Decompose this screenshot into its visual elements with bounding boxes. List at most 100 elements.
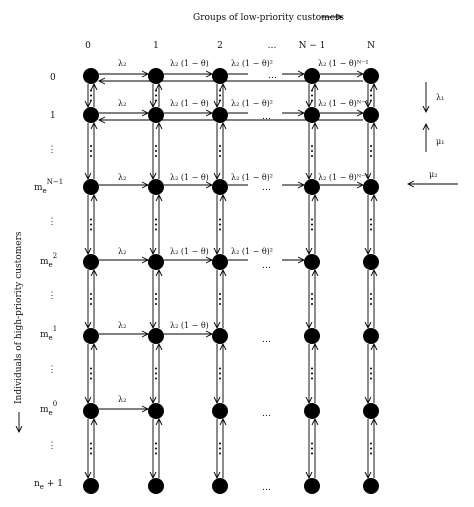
ellipsis-dot	[155, 377, 157, 380]
ellipsis-dot	[370, 89, 372, 92]
ellipsis-dot	[311, 218, 313, 221]
ellipsis-dot	[311, 372, 313, 375]
ellipsis-dot	[219, 155, 221, 157]
edge-label-l2-1: λ₂ (1 − θ)	[170, 321, 209, 330]
ellipsis-dot	[311, 94, 313, 97]
state-node	[363, 68, 379, 84]
ellipsis-dot	[219, 452, 221, 455]
state-node	[363, 179, 379, 195]
ellipsis-dot	[370, 442, 372, 445]
ellipsis-dot	[155, 447, 157, 450]
row-ellipsis: ⋮	[48, 365, 57, 375]
ellipsis-dot	[219, 94, 221, 97]
column-ellipses: … … … … … … …	[262, 71, 277, 493]
network	[83, 68, 379, 494]
ellipsis-dot	[219, 228, 221, 231]
ellipsis-dot	[155, 442, 157, 445]
ellipsis-dot	[370, 377, 372, 380]
edge-label-lambda2: λ₂	[118, 59, 126, 68]
state-node	[363, 478, 379, 494]
ellipsis-dot	[311, 89, 313, 92]
edge-label-l2-1: λ₂ (1 − θ)	[170, 59, 209, 68]
ellipsis-dot	[90, 150, 92, 152]
ellipsis-dot	[155, 372, 157, 375]
ellipsis-dot	[90, 293, 92, 295]
state-node	[148, 179, 164, 195]
ellipsis-dot	[90, 377, 92, 380]
edge-label-l2-1: λ₂ (1 − θ)	[170, 99, 209, 108]
column-labels: 0 1 2 … N − 1 N	[85, 41, 375, 51]
ellipsis-dot	[311, 145, 313, 147]
row-label-me-2: me2	[40, 252, 57, 269]
edge-label-lambda2: λ₂	[118, 247, 126, 256]
ellipsis-dot	[370, 155, 372, 157]
row-label-0: 0	[50, 73, 56, 83]
state-node	[148, 328, 164, 344]
column-label: 1	[153, 41, 159, 51]
state-node	[148, 68, 164, 84]
ellipsis-dot	[90, 298, 92, 300]
ellipsis-dot	[311, 367, 313, 370]
ellipsis-dot	[219, 223, 221, 226]
state-node	[83, 403, 99, 419]
state-node	[83, 328, 99, 344]
ellipsis-dot	[370, 223, 372, 226]
ellipsis-dot	[155, 452, 157, 455]
state-node	[83, 68, 99, 84]
ellipsis-dot	[370, 94, 372, 97]
state-node	[83, 179, 99, 195]
state-node	[83, 107, 99, 123]
ellipsis-dot	[219, 447, 221, 450]
ellipsis-dot	[155, 228, 157, 231]
lambda1-label: λ₁	[436, 93, 444, 102]
ellipsis-dot	[370, 150, 372, 152]
state-node	[363, 254, 379, 270]
col-ellipsis: …	[268, 71, 277, 81]
edge-label-l2-2: λ₂ (1 − θ)²	[231, 59, 273, 68]
state-node	[212, 328, 228, 344]
ellipsis-dot	[155, 367, 157, 370]
edge-label-l2-n1: λ₂ (1 − θ)ᴺ⁻¹	[318, 59, 369, 68]
ellipsis-dot	[90, 372, 92, 375]
edge-label-l2-2: λ₂ (1 − θ)²	[231, 247, 273, 256]
ellipsis-dot	[311, 155, 313, 157]
ellipsis-dot	[90, 303, 92, 305]
ellipsis-dot	[370, 372, 372, 375]
col-ellipsis: …	[262, 183, 271, 193]
side-header-text: Individuals of high-priority customers	[14, 231, 24, 404]
ellipsis-dot	[219, 293, 221, 295]
ellipsis-dot	[370, 303, 372, 305]
ellipsis-dot	[155, 150, 157, 152]
column-label: N − 1	[299, 41, 326, 51]
col-ellipsis: …	[262, 483, 271, 493]
ellipsis-dot	[219, 372, 221, 375]
ellipsis-dot	[90, 447, 92, 450]
state-node	[304, 107, 320, 123]
row-ellipsis: ⋮	[48, 217, 57, 227]
col-ellipsis: …	[262, 335, 271, 345]
state-node	[304, 179, 320, 195]
edge-label-l2-n1: λ₂ (1 − θ)ᴺ⁻¹	[318, 173, 369, 182]
ellipsis-dot	[311, 223, 313, 226]
ellipsis-dot	[219, 377, 221, 380]
state-node	[212, 478, 228, 494]
ellipsis-dot	[370, 452, 372, 455]
state-node	[83, 254, 99, 270]
ellipsis-dot	[155, 99, 157, 102]
ellipsis-dot	[219, 367, 221, 370]
row-labels: 0 1 meN−1 me2 me1 me0 ne + 1	[34, 73, 63, 491]
edge-label-l2-1: λ₂ (1 − θ)	[170, 247, 209, 256]
state-node	[148, 254, 164, 270]
edge-label-l2-2: λ₂ (1 − θ)²	[231, 173, 273, 182]
ellipsis-dot	[90, 218, 92, 221]
row-label-me-1: me1	[40, 325, 57, 342]
ellipsis-dot	[370, 293, 372, 295]
ellipsis-dot	[155, 298, 157, 300]
edge-label-l2-n1: λ₂ (1 − θ)ᴺ⁻¹	[318, 99, 369, 108]
ellipsis-dot	[370, 218, 372, 221]
state-node	[148, 403, 164, 419]
ellipsis-dot	[90, 452, 92, 455]
mu2-label: μ₂	[429, 170, 437, 179]
ellipsis-dot	[311, 298, 313, 300]
state-node	[304, 328, 320, 344]
